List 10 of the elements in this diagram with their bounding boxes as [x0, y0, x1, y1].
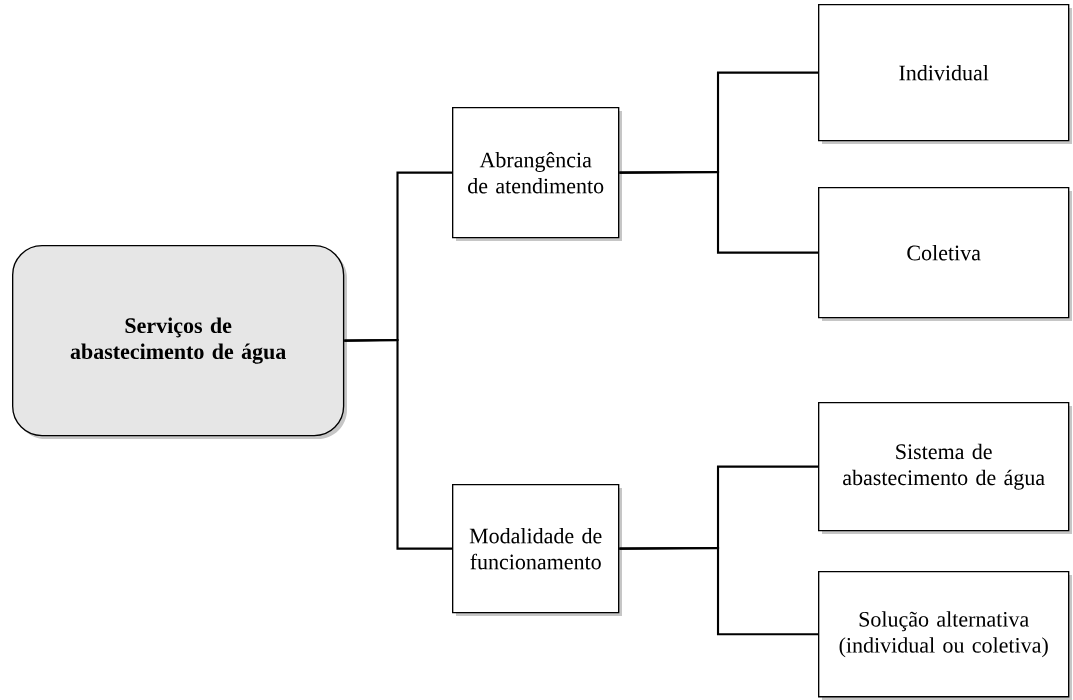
- connector-line: [619, 546, 818, 636]
- root-box: Serviços de abastecimento de água: [12, 245, 347, 439]
- category-box: Abrangência de atendimento: [452, 107, 622, 241]
- category-box: Modalidade de funcionamento: [452, 484, 622, 616]
- category-box: Sistema de abastecimento de água: [818, 402, 1072, 534]
- connector-line: [344, 338, 452, 550]
- category-box: Coletiva: [818, 187, 1072, 321]
- category-box: Individual: [818, 4, 1072, 144]
- category-box: Solução alternativa (individual ou coletiva): [818, 571, 1072, 700]
- connector-line: [619, 170, 818, 254]
